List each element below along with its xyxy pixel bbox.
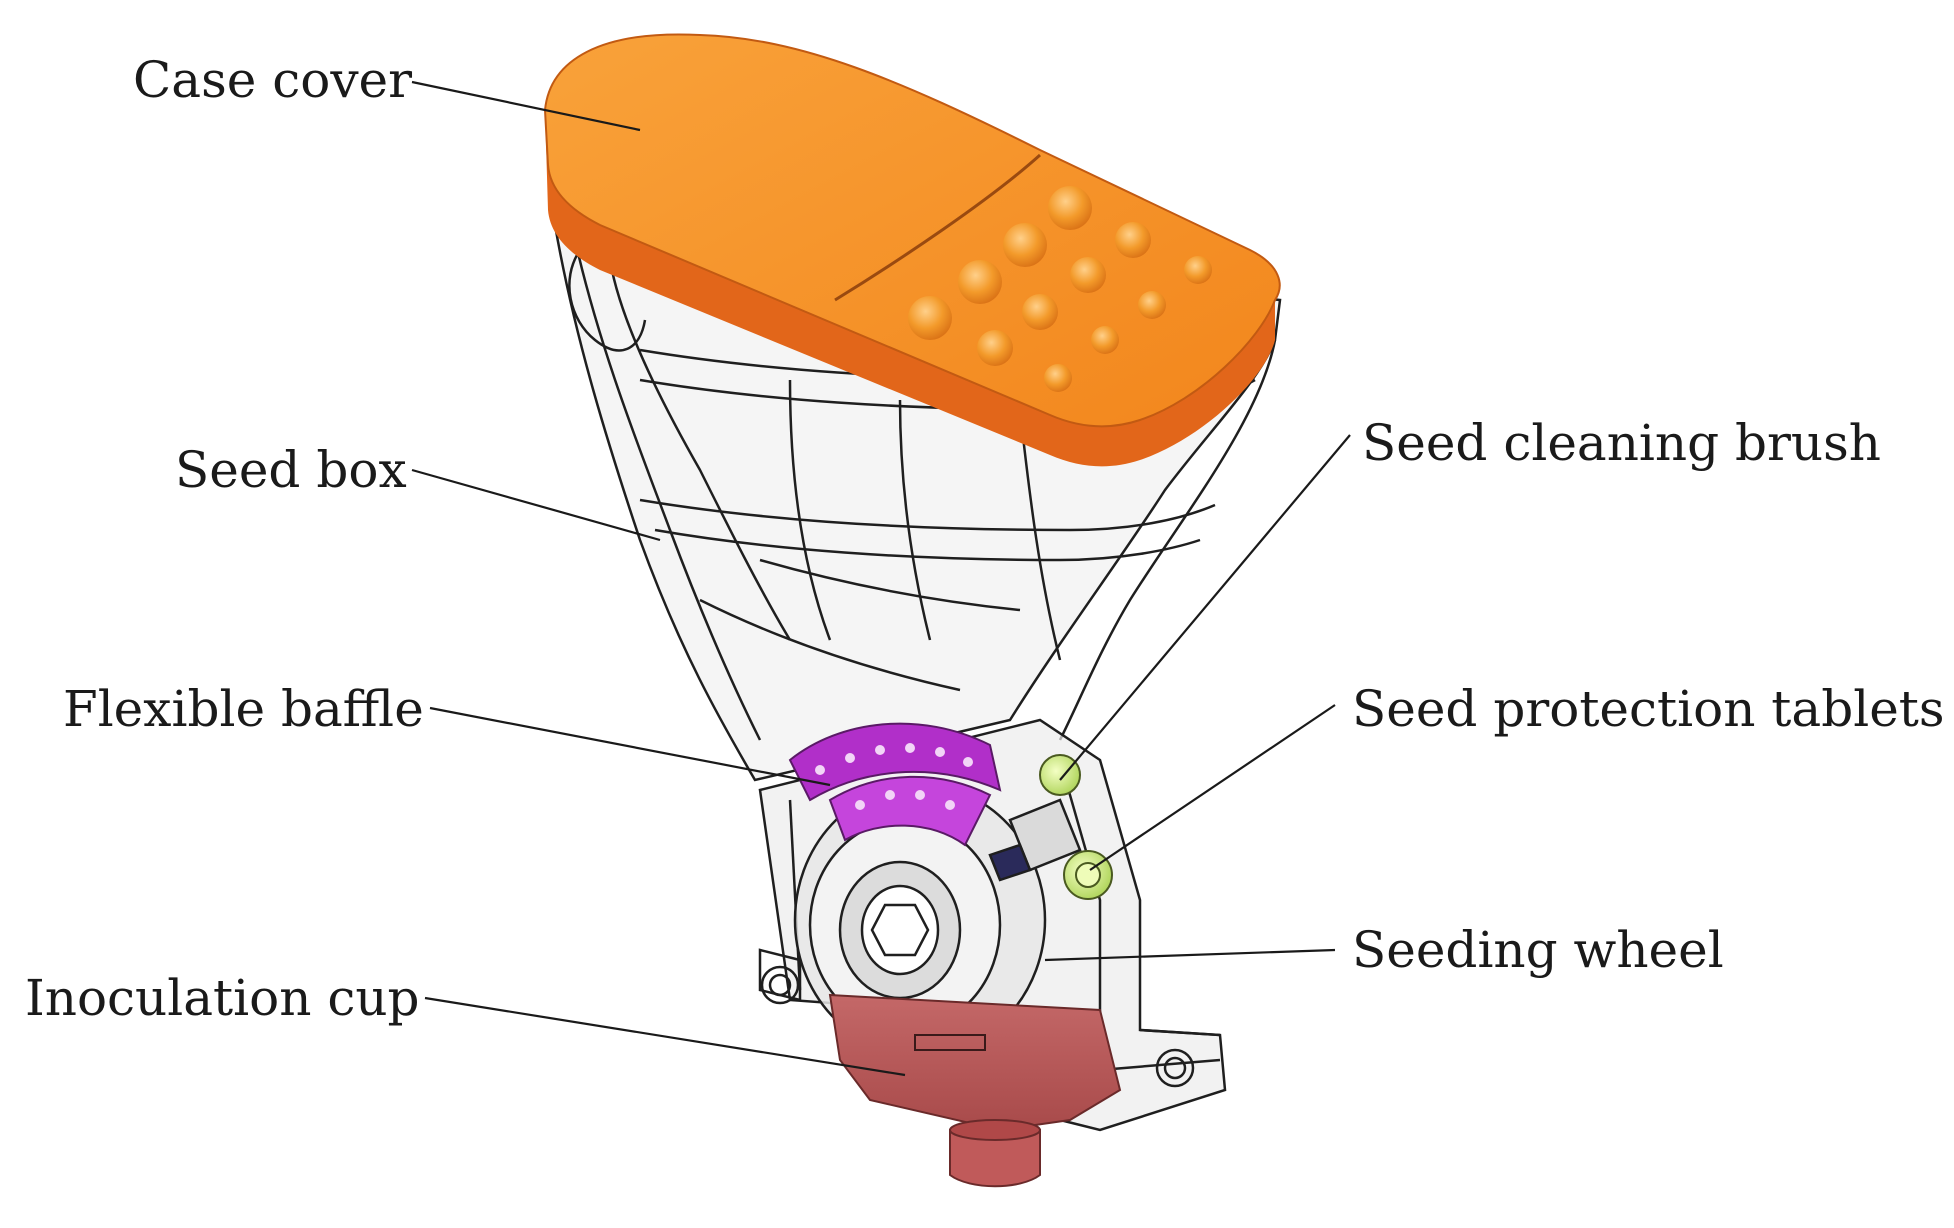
leader-seed-box (411, 468, 661, 542)
leader-case-cover (411, 80, 641, 132)
flexible-baffle-shape (788, 722, 1002, 847)
cover-bumps (908, 186, 1212, 392)
label-seed-box: Seed box (175, 441, 407, 499)
label-seeding-wheel: Seeding wheel (1352, 921, 1724, 979)
leader-inoculation-cup (424, 996, 906, 1077)
case-cover-shape (543, 33, 1281, 467)
label-case-cover: Case cover (133, 51, 413, 109)
inoculation-cup-shape (828, 993, 1122, 1188)
seed-cleaning-brush-shape (988, 798, 1082, 882)
leader-seed-protection-tablets (1089, 704, 1336, 871)
seeding-wheel-shape (793, 783, 1047, 1057)
leader-seeding-wheel (1044, 948, 1336, 962)
label-inoculation-cup: Inoculation cup (25, 969, 420, 1027)
leader-seed-cleaning-brush (1059, 434, 1351, 781)
leader-flexible-baffle (429, 706, 831, 787)
leader-lines (411, 80, 1351, 1077)
label-seed-cleaning-brush: Seed cleaning brush (1362, 414, 1881, 472)
label-seed-protection-tablets: Seed protection tablets (1352, 680, 1945, 738)
label-flexible-baffle: Flexible baffle (63, 680, 424, 738)
